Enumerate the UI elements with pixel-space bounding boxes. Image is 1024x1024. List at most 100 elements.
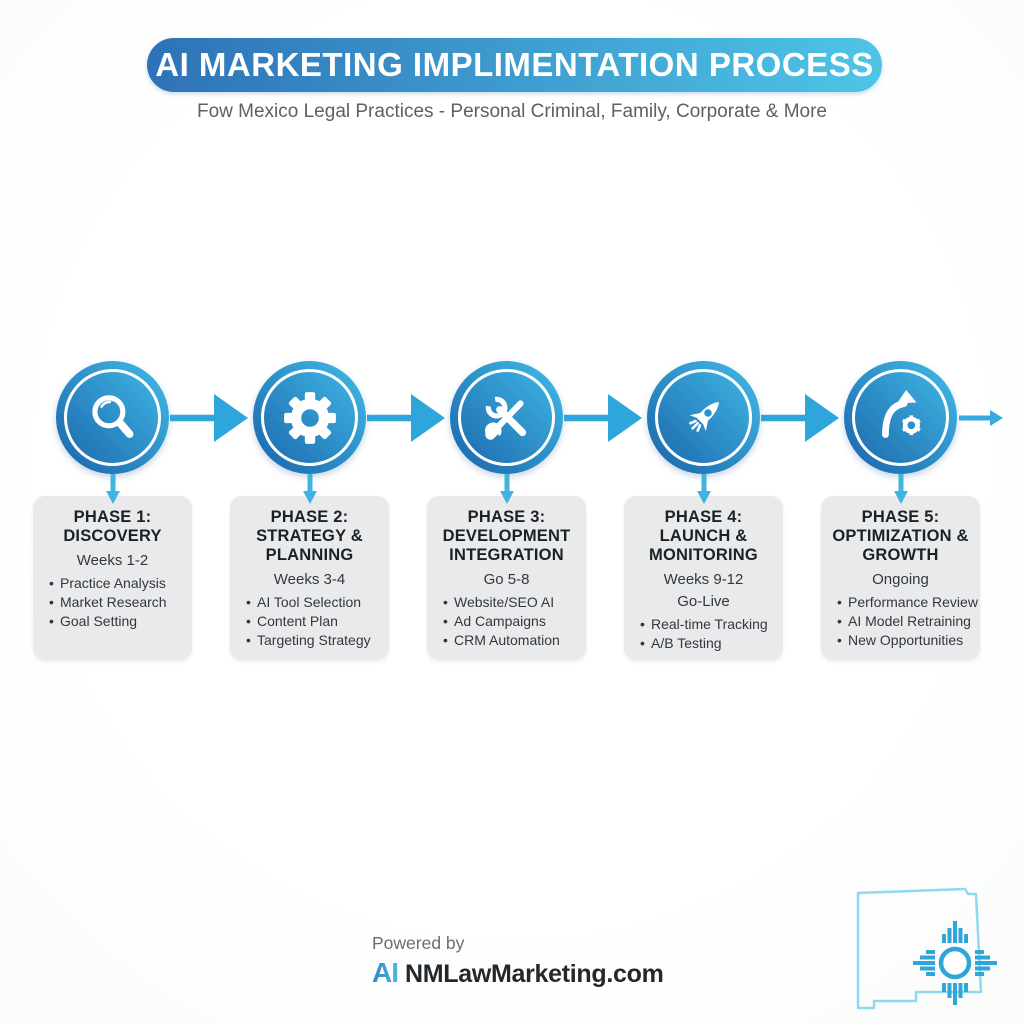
bullet-item: • Goal Setting xyxy=(49,612,186,631)
flow-arrow-icon xyxy=(367,394,445,442)
bullet-text: Targeting Strategy xyxy=(257,632,371,648)
phase-column-4: PHASE 4: LAUNCH & MONITORING Weeks 9-12 … xyxy=(605,361,802,661)
bullet-text: Market Research xyxy=(60,594,167,610)
phase-name: DISCOVERY xyxy=(63,527,162,545)
tools-icon xyxy=(484,396,526,440)
phase-card-4: PHASE 4: LAUNCH & MONITORING Weeks 9-12 … xyxy=(624,496,783,660)
gear-icon xyxy=(283,391,336,444)
powered-by-label: Powered by xyxy=(372,933,465,953)
bullet-text: Content Plan xyxy=(257,613,338,629)
bullet-item: •Targeting Strategy xyxy=(246,631,383,650)
phase-card-5: PHASE 5: OPTIMIZATION & GROWTH Ongoing •… xyxy=(821,496,980,660)
bullet-item: •Practice Analysis xyxy=(49,574,186,593)
bullet-marker: • xyxy=(49,613,54,629)
down-arrow-icon xyxy=(696,474,711,504)
phase-label: PHASE 3: xyxy=(467,508,546,526)
rocket-icon xyxy=(688,401,719,432)
bullet-text: Goal Setting xyxy=(60,613,138,629)
bullet-text: Ad Campaigns xyxy=(454,613,546,629)
phase-card-3: PHASE 3: DEVELOPMENT INTEGRATION Go 5-8 … xyxy=(427,496,586,660)
flow-arrow-icon xyxy=(761,394,839,442)
phase-column-3: PHASE 3: DEVELOPMENT INTEGRATION Go 5-8 … xyxy=(408,361,605,661)
phase-card-1: PHASE 1: DISCOVERY Weeks 1-2 •Practice A… xyxy=(33,496,192,660)
phase-bullet-list: • AI Tool Selection • Content Plan •Target… xyxy=(236,590,383,650)
phase-bullet-list: •Practice Analysis • Market Research • Goa… xyxy=(39,571,186,631)
bullet-item: • Real-time Tracking xyxy=(640,615,777,634)
phase-label: PHASE 2: xyxy=(270,508,349,526)
bullet-text: Performance Review xyxy=(848,594,978,610)
bullet-item: • Performance Review xyxy=(837,593,978,612)
down-arrow-icon xyxy=(302,474,317,504)
bullet-marker: • xyxy=(443,594,448,610)
down-arrow-icon xyxy=(499,474,514,504)
phase-bullet-list: • Real-time Tracking • A/B Testing xyxy=(630,612,777,653)
bullet-text: Real-time Tracking xyxy=(651,616,768,632)
zia-symbol-icon xyxy=(913,921,997,1005)
phase-column-1: PHASE 1: DISCOVERY Weeks 1-2 •Practice A… xyxy=(14,361,211,661)
page-subtitle: Fow Mexico Legal Practices - Personal Cr… xyxy=(196,101,827,122)
bullet-text: New Opportunities xyxy=(848,632,964,648)
bullet-marker: • xyxy=(246,613,251,629)
bullet-item: • New Opportunities xyxy=(837,631,974,650)
phase-card-2: PHASE 2: STRATEGY & PLANNING Weeks 3-4 •… xyxy=(230,496,389,660)
phase-timeline: Weeks 1-2 xyxy=(76,552,149,569)
bullet-item: • AI Tool Selection xyxy=(246,593,383,612)
phase-name: DEVELOPMENT INTEGRATION xyxy=(442,527,571,564)
brand-domain-text: NMLawMarketing.com xyxy=(405,960,664,988)
bullet-text: Practice Analysis xyxy=(60,575,166,591)
title-pill: AI MARKETING IMPLIMENTATION PROCESS xyxy=(147,38,882,92)
bullet-item: • Ad Campaigns xyxy=(443,612,580,631)
phase-circle-3 xyxy=(450,361,563,474)
phase-timeline: Go 5-8 xyxy=(483,571,530,588)
circle-ring xyxy=(261,369,358,466)
ai-logo-mark: AI xyxy=(372,957,399,988)
bullet-item: • CRM Automation xyxy=(443,631,580,650)
phase-column-2: PHASE 2: STRATEGY & PLANNING Weeks 3-4 •… xyxy=(211,361,408,661)
bullet-marker: • xyxy=(837,594,842,610)
bullet-marker: • xyxy=(837,632,842,648)
bullet-marker: • xyxy=(837,613,842,629)
phase-circle-2 xyxy=(253,361,366,474)
magnifier-icon xyxy=(91,394,133,438)
bullet-marker: • xyxy=(640,616,645,632)
flow-arrow-icon xyxy=(564,394,642,442)
bullet-marker: • xyxy=(640,635,645,651)
bullet-item: •Website/SEO AI xyxy=(443,593,580,612)
circle-ring xyxy=(64,369,161,466)
circle-ring xyxy=(852,369,949,466)
down-arrow-icon xyxy=(893,474,908,504)
phase-circle-5 xyxy=(844,361,957,474)
bullet-text: A/B Testing xyxy=(651,635,722,651)
bullet-item: • AI Model Retraining xyxy=(837,612,974,631)
phase-label: PHASE 5: xyxy=(861,508,940,526)
final-arrow-icon xyxy=(959,410,1003,426)
bullet-item: • Market Research xyxy=(49,593,186,612)
phase-timeline: Weeks 9-12 xyxy=(663,571,744,588)
bullet-item: • Content Plan xyxy=(246,612,383,631)
phase-timeline: Go-Live xyxy=(677,593,730,610)
bullet-marker: • xyxy=(246,594,251,610)
circle-ring xyxy=(458,369,555,466)
phase-circle-1 xyxy=(56,361,169,474)
bullet-text: AI Tool Selection xyxy=(257,594,362,610)
bullet-marker: • xyxy=(49,594,54,610)
phase-timeline: Weeks 3-4 xyxy=(273,571,346,588)
down-arrow-icon xyxy=(105,474,120,504)
bullet-text: AI Model Retraining xyxy=(848,613,971,629)
new-mexico-zia-graphic xyxy=(856,887,997,1010)
phase-column-5: PHASE 5: OPTIMIZATION & GROWTH Ongoing •… xyxy=(802,361,999,661)
phase-bullet-list: • Performance Review • AI Model Retraining… xyxy=(827,590,978,650)
bullet-text: CRM Automation xyxy=(454,632,560,648)
phase-name: OPTIMIZATION & GROWTH xyxy=(832,527,969,564)
nm-state-outline-icon xyxy=(856,887,983,1010)
phase-name: STRATEGY & PLANNING xyxy=(256,527,363,564)
brand-logo: AI NMLawMarketing.com xyxy=(372,957,664,989)
bullet-marker: • xyxy=(443,632,448,648)
flow-arrow-icon xyxy=(170,394,248,442)
growth-arrow-gear-icon xyxy=(881,389,921,438)
phase-bullet-list: •Website/SEO AI • Ad Campaigns • CRM Autom… xyxy=(433,590,580,650)
page-title: AI MARKETING IMPLIMENTATION PROCESS xyxy=(155,46,874,83)
bullet-marker: • xyxy=(443,613,448,629)
phase-circle-4 xyxy=(647,361,760,474)
